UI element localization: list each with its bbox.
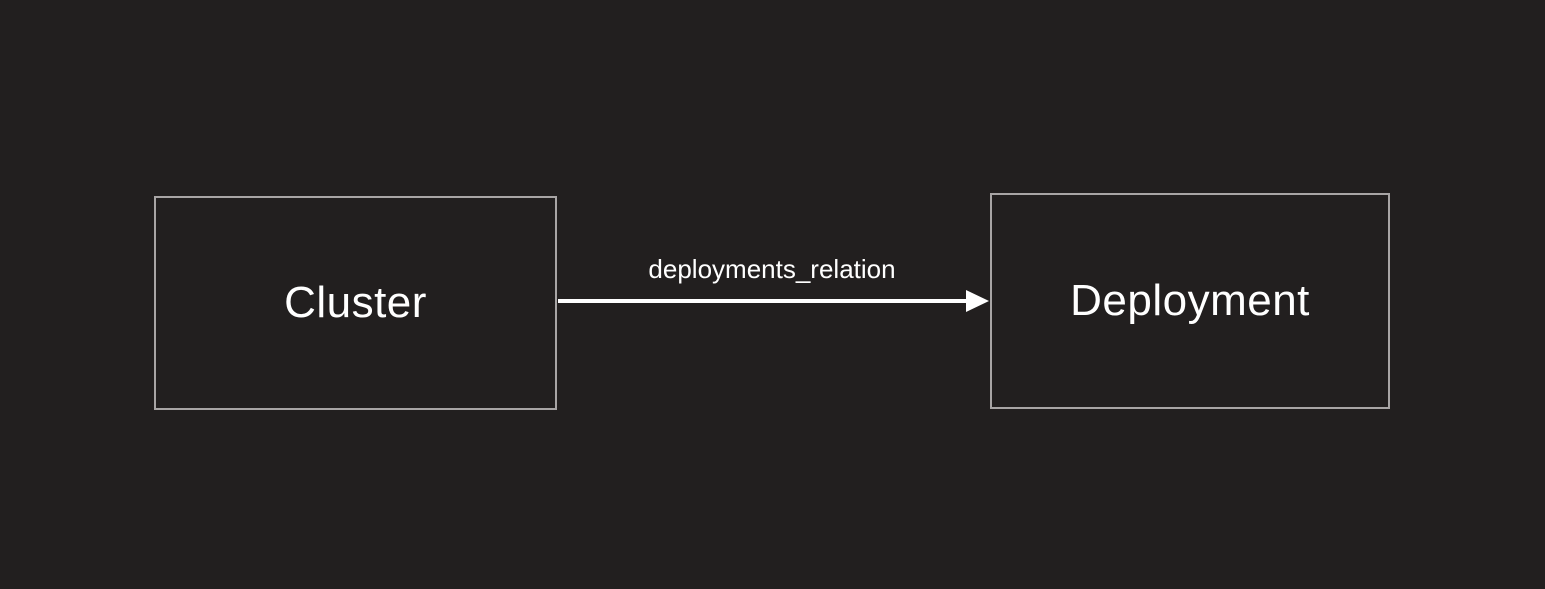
- edge-label: deployments_relation: [648, 254, 896, 284]
- node-cluster-label: Cluster: [284, 278, 427, 327]
- node-deployment[interactable]: Deployment: [990, 193, 1390, 409]
- node-cluster[interactable]: Cluster: [154, 196, 557, 410]
- arrowhead-icon: [966, 290, 989, 312]
- node-deployment-label: Deployment: [1070, 276, 1310, 325]
